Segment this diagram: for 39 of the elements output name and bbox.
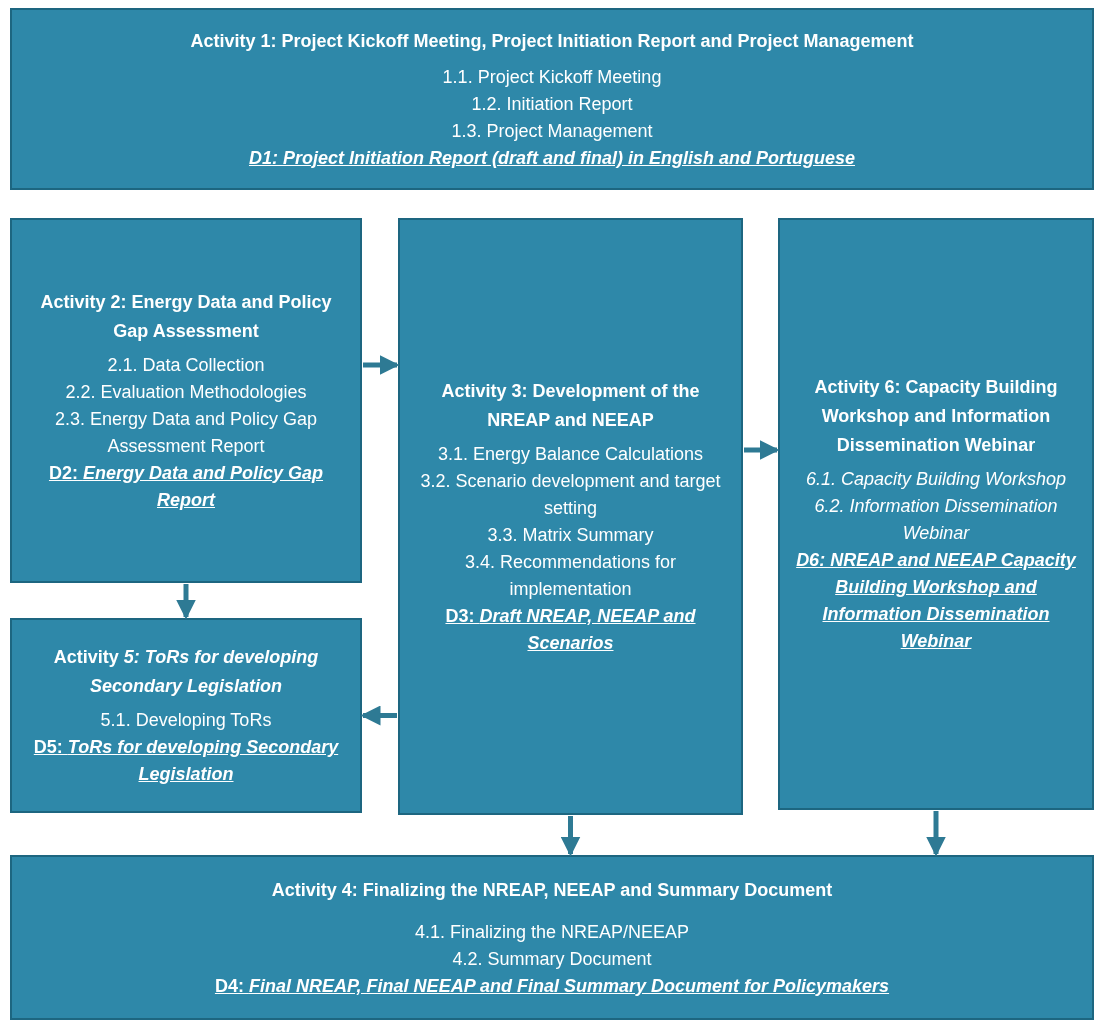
task-item: 4.2. Summary Document — [452, 947, 652, 971]
task-item: 2.2. Evaluation Methodologies — [65, 380, 307, 404]
arrow — [360, 705, 397, 726]
arrow — [176, 584, 196, 620]
task-item: 2.1. Data Collection — [107, 353, 265, 377]
arrow — [560, 816, 581, 857]
task-item: 3.2. Scenario development and target setting — [419, 469, 722, 520]
deliverable-title: D4: Final NREAP, Final NEEAP and Final Summary Document for Policymakers — [214, 974, 890, 998]
deliverable-title: D5: ToRs for developing Secondary Legislation — [32, 736, 340, 786]
activity-title: Activity 2: Energy Data and Policy Gap Assessment — [39, 290, 333, 343]
activity-title: Activity 4: Finalizing the NREAP, NEEAP and Summary Document — [271, 878, 833, 902]
task-item: 6.1. Capacity Building Workshop — [805, 468, 1067, 491]
activity-title: Activity 3: Development of the NREAP and NEEAP — [440, 379, 701, 432]
activity-box — [10, 8, 1094, 190]
activity-box — [398, 218, 743, 815]
task-item: 1.1. Project Kickoff Meeting — [442, 65, 662, 89]
deliverable-title: D1: Project Initiation Report (draft and final) in English and Portuguese — [248, 146, 855, 170]
deliverable-title: D6: NREAP and NEEAP Capacity Building Workshop and Information Dissemination Webinar — [795, 549, 1078, 653]
task-item: 5.1. Developing ToRs — [100, 709, 272, 732]
task-item: 1.3. Project Management — [451, 119, 653, 143]
task-item: 1.2. Initiation Report — [471, 92, 633, 116]
task-item: 3.1. Energy Balance Calculations — [437, 442, 704, 466]
activity-box — [10, 855, 1094, 1020]
activity-box — [778, 218, 1094, 810]
activity-title: Activity 5: ToRs for developing Secondary Legislation — [52, 646, 320, 698]
deliverable-title: D3: Draft NREAP, NEEAP and Scenarios — [444, 604, 697, 655]
activity-box — [10, 218, 362, 583]
arrow — [363, 355, 400, 375]
arrow — [744, 440, 780, 460]
task-item: 4.1. Finalizing the NREAP/NEEAP — [414, 920, 690, 944]
activity-box — [10, 618, 362, 813]
activity-title: Activity 6: Capacity Building Workshop and Information Dissemination Webinar — [813, 376, 1059, 457]
task-item: 3.4. Recommendations for implementation — [463, 550, 678, 601]
deliverable-title: D2: Energy Data and Policy Gap Report — [47, 461, 325, 512]
task-item: 3.3. Matrix Summary — [487, 523, 654, 547]
arrow — [926, 811, 946, 857]
task-item: 6.2. Information Dissemination Webinar — [813, 495, 1059, 545]
activity-title: Activity 1: Project Kickoff Meeting, Project Initiation Report and Project Management — [190, 29, 914, 53]
task-item: 2.3. Energy Data and Policy Gap Assessment Report — [53, 407, 319, 458]
